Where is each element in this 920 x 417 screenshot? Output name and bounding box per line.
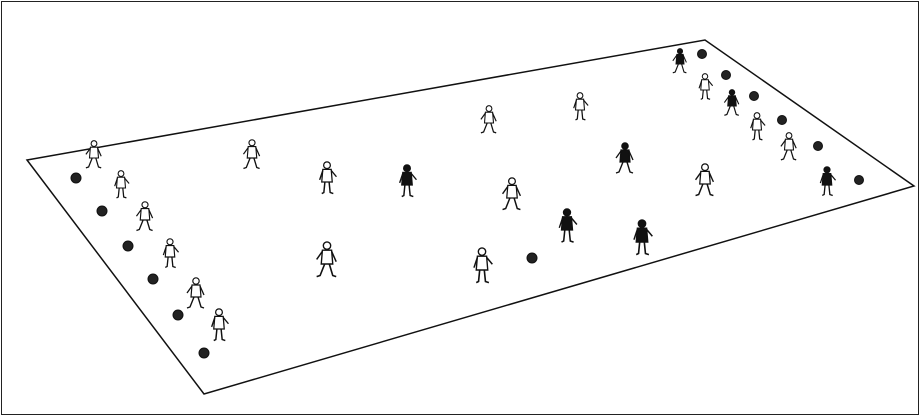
ball: [97, 206, 107, 216]
ball: [778, 116, 787, 125]
ball: [814, 142, 823, 151]
ball: [722, 71, 731, 80]
ball: [148, 274, 158, 284]
playing-field: [27, 40, 914, 394]
ball: [199, 348, 209, 358]
ball: [123, 241, 133, 251]
ball: [698, 50, 707, 59]
ball: [855, 176, 864, 185]
ball: [750, 92, 759, 101]
ball: [71, 173, 81, 183]
ball: [527, 253, 537, 263]
ball: [173, 310, 183, 320]
